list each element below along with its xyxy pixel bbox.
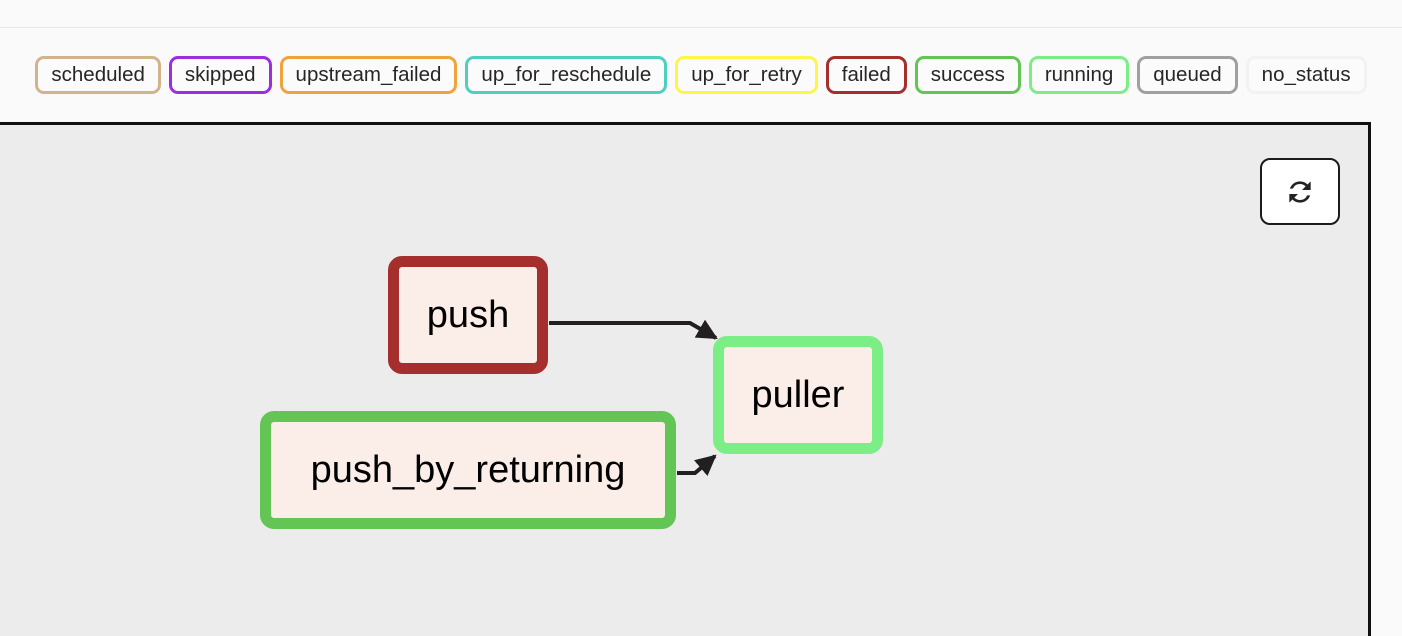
legend-item-running[interactable]: running <box>1028 56 1130 94</box>
legend-item-label: no_status <box>1261 62 1351 86</box>
task-status-legend: scheduled skipped upstream_failed up_for… <box>0 28 1402 122</box>
graph-node-label: puller <box>751 373 845 416</box>
legend-item-label: queued <box>1153 62 1222 86</box>
header-divider <box>0 27 1402 28</box>
edge-push-to-puller <box>549 319 718 340</box>
graph-node-label: push_by_returning <box>310 448 626 491</box>
legend-item-upstream_failed[interactable]: upstream_failed <box>279 56 458 94</box>
graph-edges <box>549 319 718 477</box>
graph-node-push_by_returning[interactable]: push_by_returning <box>260 411 676 529</box>
refresh-icon <box>1284 176 1316 208</box>
legend-item-failed[interactable]: failed <box>825 56 907 94</box>
legend-item-label: up_for_retry <box>691 62 802 86</box>
legend-item-label: success <box>930 62 1005 86</box>
legend-item-up_for_retry[interactable]: up_for_retry <box>675 56 818 94</box>
legend-item-label: failed <box>841 62 891 86</box>
legend-item-queued[interactable]: queued <box>1137 56 1238 94</box>
legend-item-success[interactable]: success <box>914 56 1021 94</box>
legend-item-scheduled[interactable]: scheduled <box>35 56 161 94</box>
legend-item-label: up_for_reschedule <box>481 62 652 86</box>
graph-canvas[interactable] <box>0 122 1371 636</box>
legend-item-label: scheduled <box>51 62 145 86</box>
legend-item-up_for_reschedule[interactable]: up_for_reschedule <box>465 56 668 94</box>
legend-item-no_status[interactable]: no_status <box>1245 56 1367 94</box>
legend-item-skipped[interactable]: skipped <box>168 56 272 94</box>
legend-item-label: skipped <box>184 62 256 86</box>
edge-push_by_returning-to-puller <box>677 454 717 477</box>
graph-node-label: push <box>426 293 510 336</box>
legend-item-label: upstream_failed <box>295 62 442 86</box>
graph-node-puller[interactable]: puller <box>713 336 883 454</box>
refresh-button[interactable] <box>1260 158 1340 225</box>
graph-node-push[interactable]: push <box>388 256 548 374</box>
legend-item-label: running <box>1044 62 1114 86</box>
